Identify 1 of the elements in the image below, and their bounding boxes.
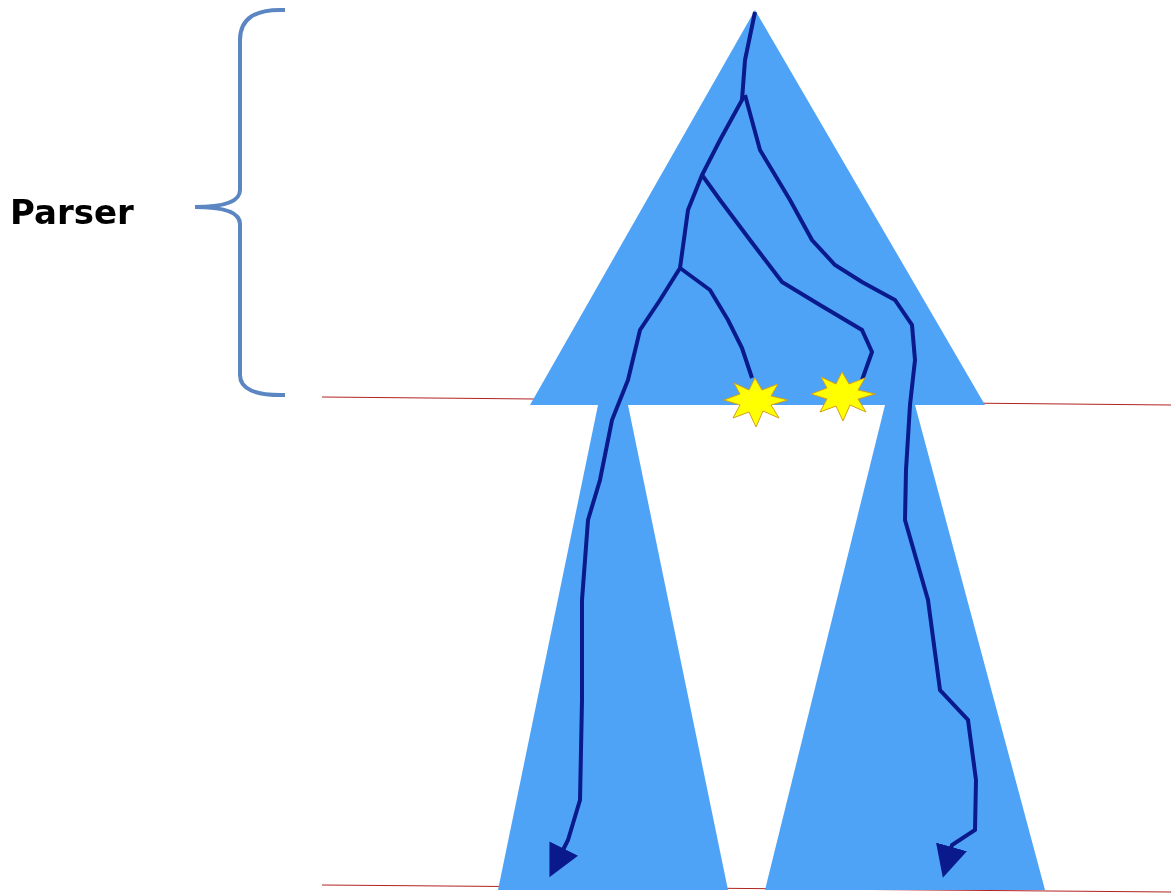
brace-label: Parser — [10, 192, 134, 232]
